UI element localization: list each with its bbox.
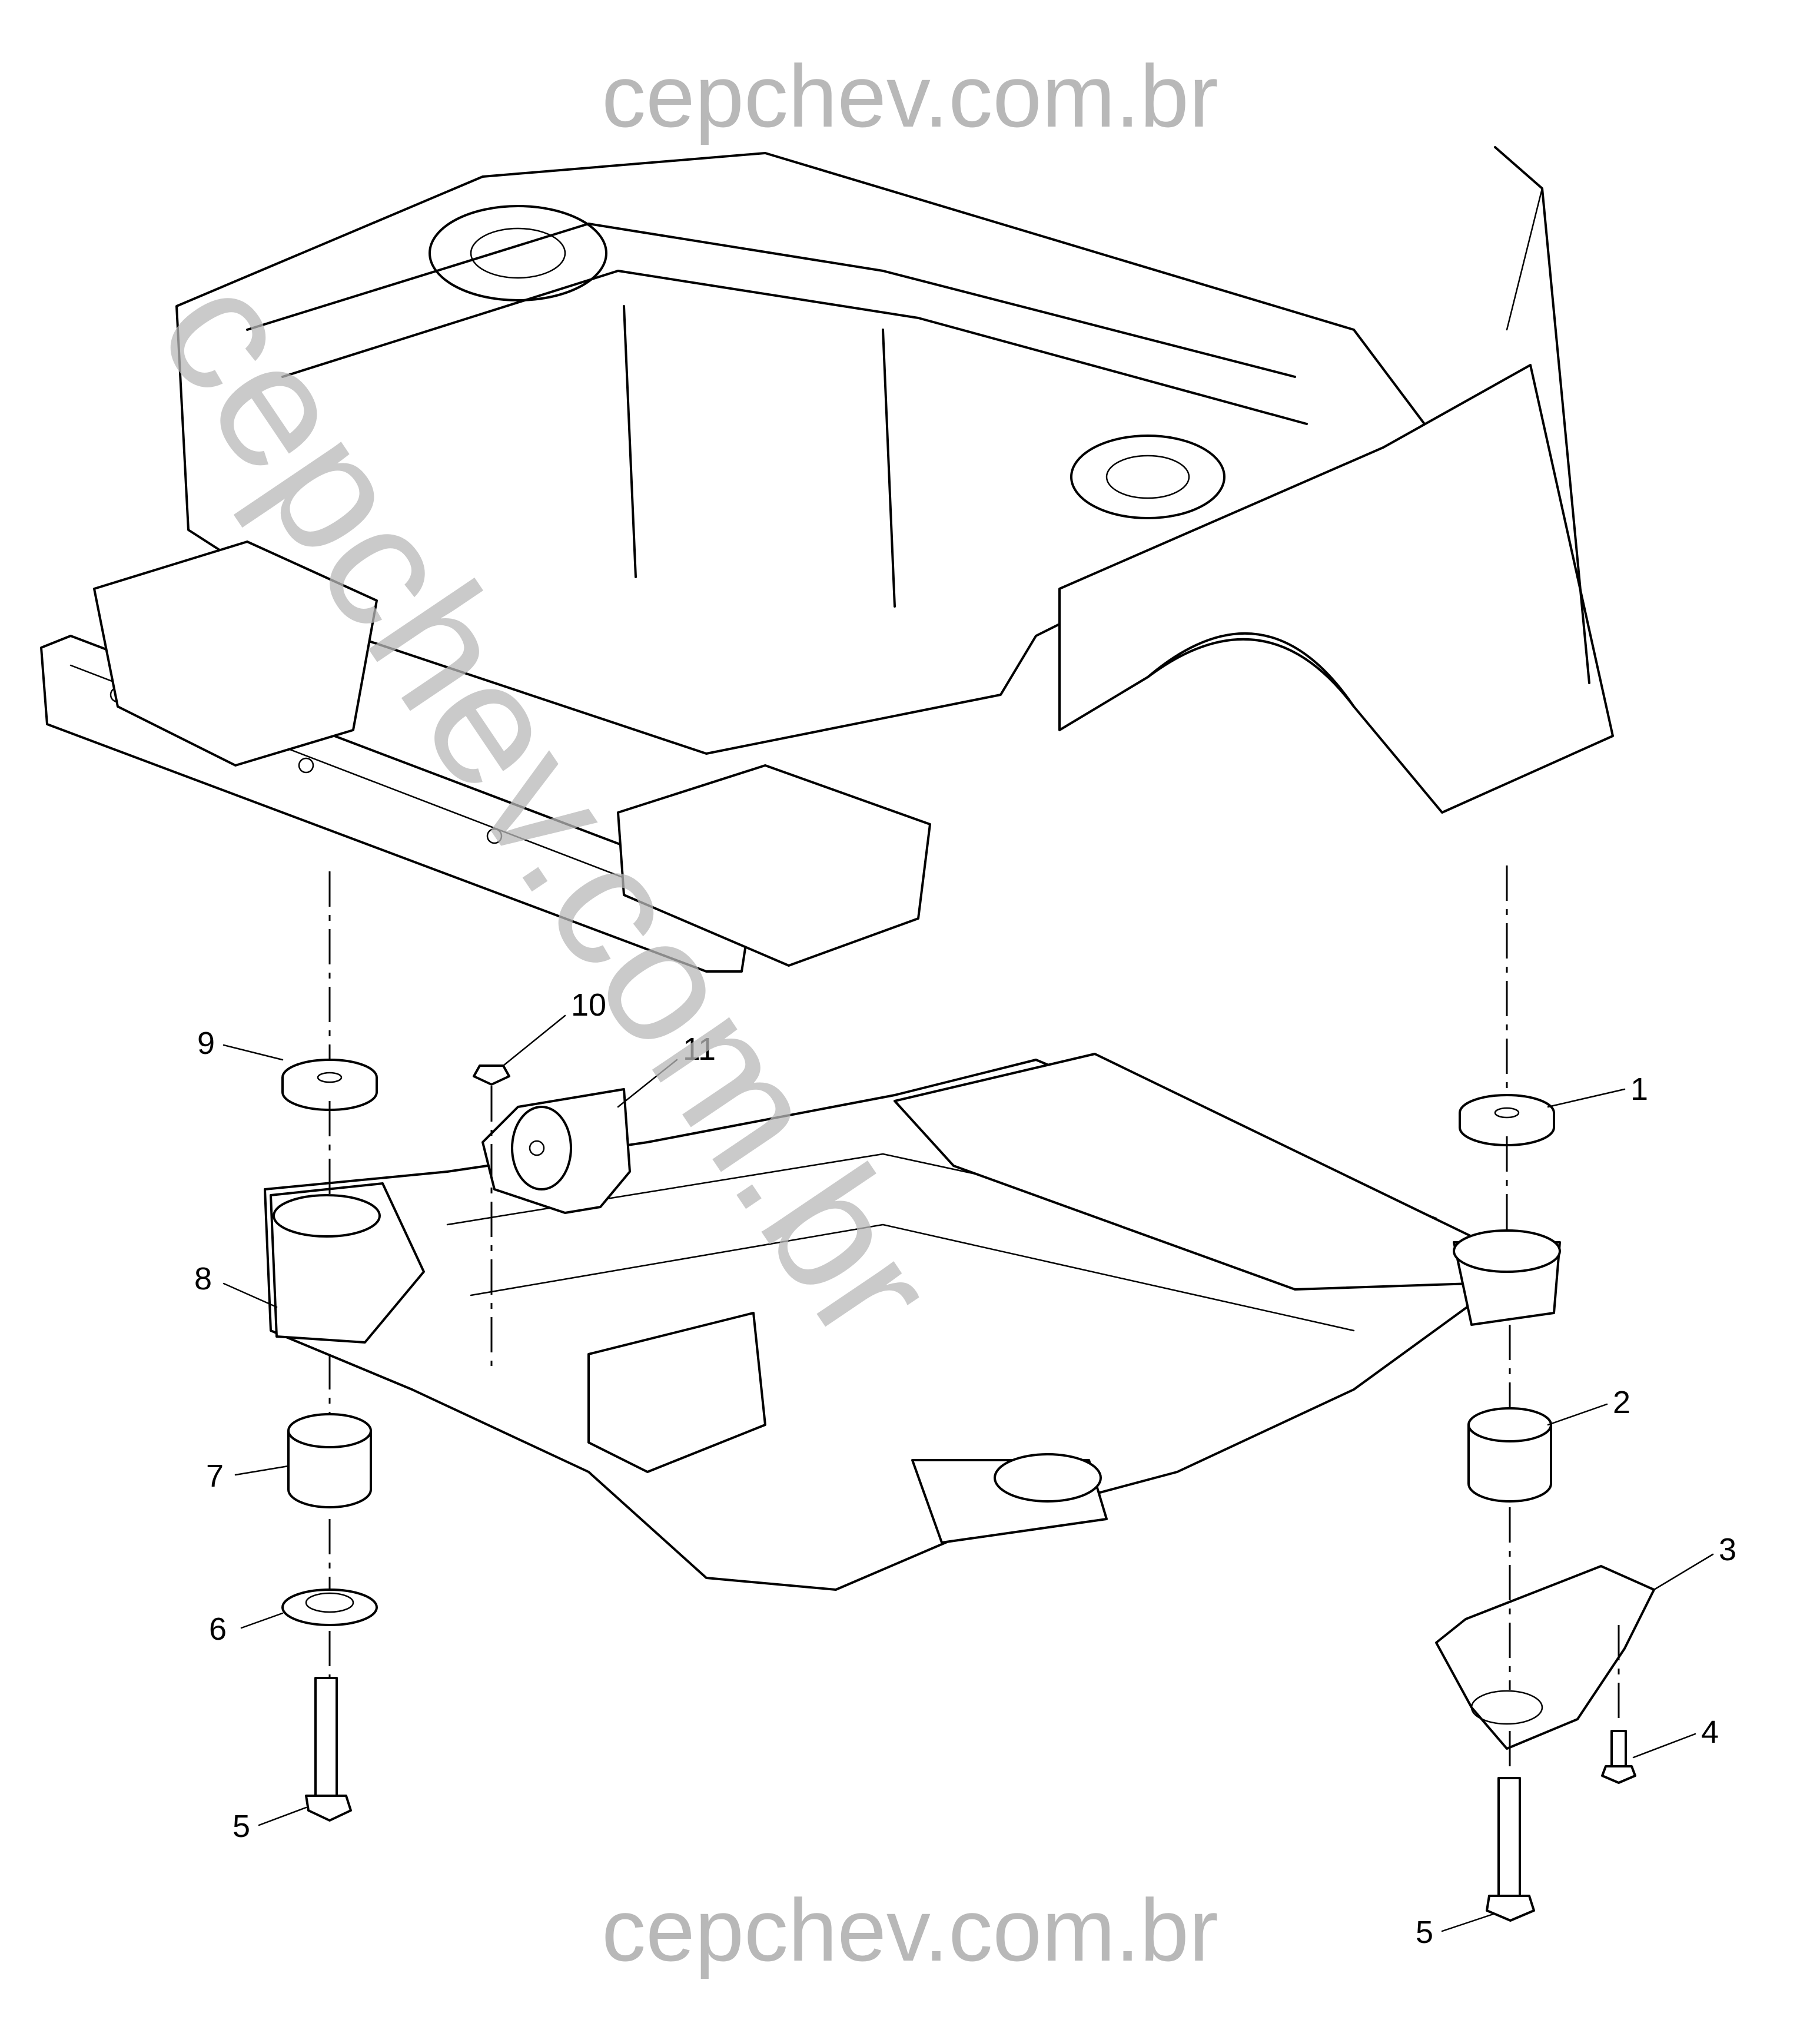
retainer-washer (281, 1588, 378, 1626)
lower-insulator-left (287, 1413, 372, 1508)
callout-10: 10 (571, 987, 606, 1023)
watermark-bottom: cepchev.com.br (602, 1881, 1218, 1979)
watermark-top: cepchev.com.br (602, 47, 1218, 145)
mount-nut (473, 1064, 510, 1086)
bracket-bolt (1601, 1730, 1636, 1784)
alignment-lines (328, 865, 1620, 1772)
callout-labels: 1 2 3 4 5 5 6 7 8 9 10 11 (194, 987, 1736, 1950)
callout-5-right: 5 (1416, 1915, 1433, 1950)
callout-6: 6 (209, 1611, 227, 1647)
callout-3: 3 (1719, 1532, 1736, 1567)
callout-9: 9 (197, 1026, 215, 1061)
callout-7: 7 (206, 1458, 224, 1494)
callout-leaders (222, 1014, 1714, 1932)
lower-insulator-right (1467, 1407, 1552, 1503)
callout-2: 2 (1613, 1385, 1630, 1420)
transmission-mount (481, 1088, 631, 1214)
mounting-bolt-left (305, 1677, 352, 1822)
mounting-bolt-right (1486, 1777, 1535, 1922)
callout-5-left: 5 (233, 1809, 250, 1844)
front-cradle-subframe (264, 1053, 1561, 1591)
vehicle-front-body-structure (40, 146, 1614, 973)
reinforcement-bracket (1435, 1565, 1655, 1750)
callout-11: 11 (683, 1032, 716, 1067)
callout-1: 1 (1630, 1072, 1648, 1107)
callout-8: 8 (194, 1261, 212, 1296)
callout-4: 4 (1701, 1714, 1719, 1750)
